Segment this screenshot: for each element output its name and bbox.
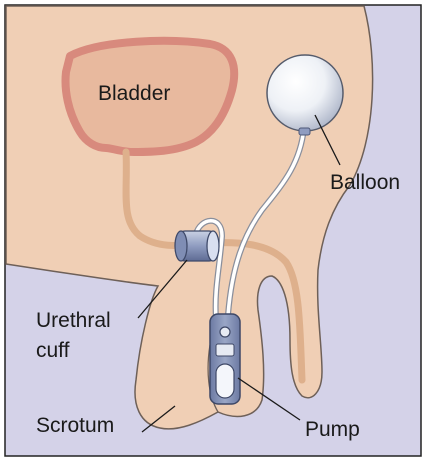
urethral-cuff-label-line1: Urethral — [36, 309, 111, 332]
balloon-label: Balloon — [330, 171, 400, 194]
scrotum-label: Scrotum — [36, 414, 114, 437]
balloon-neck — [299, 128, 310, 135]
pump-label: Pump — [305, 418, 360, 441]
urethral-cuff-label-line2: cuff — [36, 339, 70, 362]
urethral-cuff — [175, 231, 219, 261]
pump — [210, 314, 240, 404]
bladder-label: Bladder — [98, 82, 170, 105]
balloon — [267, 55, 343, 131]
